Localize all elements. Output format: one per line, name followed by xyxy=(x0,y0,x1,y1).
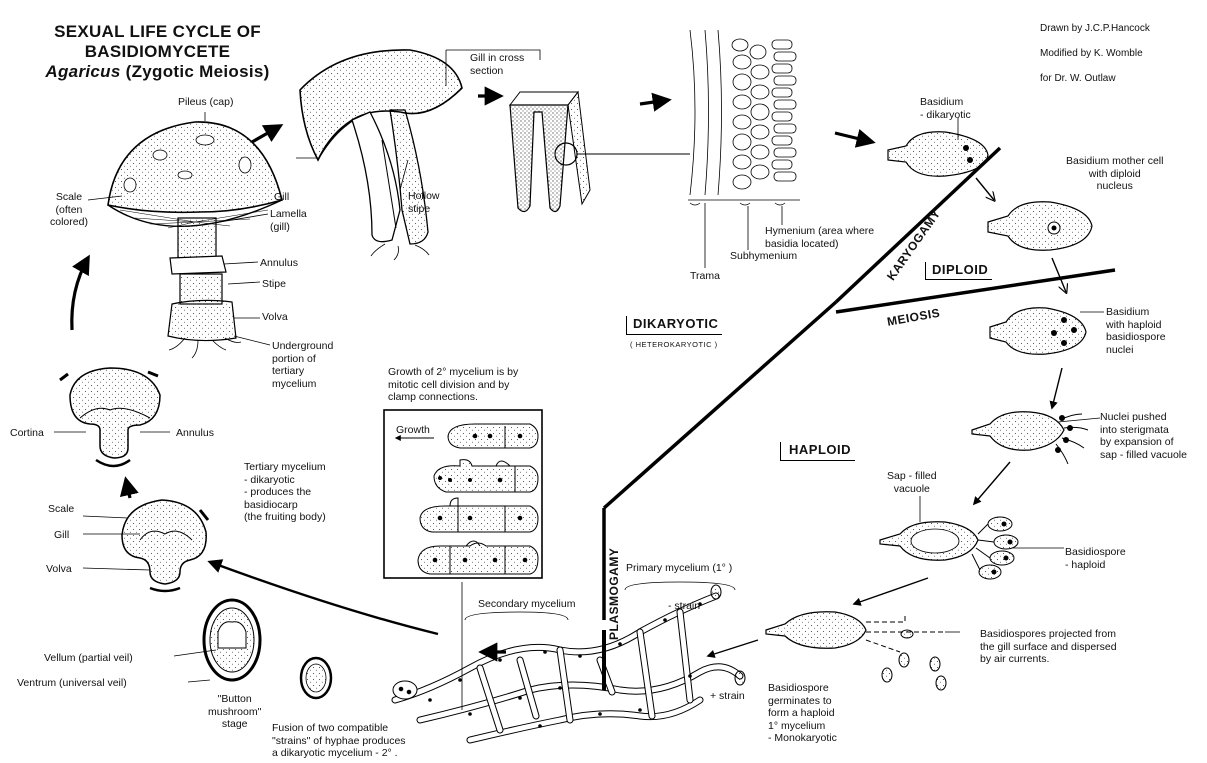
label-plus-strain: + strain xyxy=(710,690,745,703)
credits-line-3: for Dr. W. Outlaw xyxy=(1040,73,1150,86)
label-trama: Trama xyxy=(690,270,720,283)
label-subhymenium: Subhymenium xyxy=(730,250,797,263)
label-basidium-dikaryotic: Basidium - dikaryotic xyxy=(920,96,971,121)
label-gill-section: Gill xyxy=(274,191,289,204)
label-button-stage: "Button mushroom" stage xyxy=(208,693,261,731)
title-genus: Agaricus xyxy=(45,62,120,81)
label-annulus-young: Annulus xyxy=(176,427,214,440)
young-mushroom-drawing xyxy=(60,368,160,466)
label-hymenium: Hymenium (area where basidia located) xyxy=(765,225,874,250)
basidium-dikaryotic-drawing xyxy=(888,132,988,176)
label-volva-button: Volva xyxy=(46,563,72,576)
label-scale-mature: Scale (often colored) xyxy=(50,191,88,229)
label-cortina: Cortina xyxy=(10,427,44,440)
vellum-stage-drawing xyxy=(204,600,331,698)
spores-projected-drawing xyxy=(766,612,946,690)
label-ventrum: Ventrum (universal veil) xyxy=(17,677,127,690)
button-mushroom-drawing xyxy=(122,500,208,591)
label-basidiospore-haploid: Basidiospore - haploid xyxy=(1065,546,1126,571)
label-volva-mature: Volva xyxy=(262,311,288,324)
credits-line-1: Drawn by J.C.P.Hancock xyxy=(1040,23,1150,36)
basidium-sterigmata-drawing xyxy=(972,412,1088,464)
sectioned-mushroom-drawing xyxy=(300,50,462,260)
label-vellum: Vellum (partial veil) xyxy=(44,652,133,665)
basidium-haploid-drawing xyxy=(990,308,1086,354)
label-stipe: Stipe xyxy=(262,278,286,291)
label-hollow-stipe: Hollow stipe xyxy=(408,190,440,215)
label-nuclei-pushed: Nuclei pushed into sterigmata by expansi… xyxy=(1100,411,1187,461)
label-lamella: Lamella (gill) xyxy=(270,208,307,233)
label-primary-mycelium: Primary mycelium (1° ) xyxy=(626,562,732,575)
label-secondary-mycelium: Secondary mycelium xyxy=(478,598,575,611)
credits-line-2: Modified by K. Womble xyxy=(1040,48,1150,61)
diagram-title: SEXUAL LIFE CYCLE OF BASIDIOMYCETE Agari… xyxy=(20,22,295,82)
title-subtitle: (Zygotic Meiosis) xyxy=(126,62,270,81)
label-gill-cross-section: Gill in cross section xyxy=(470,52,524,77)
label-annulus-mature: Annulus xyxy=(260,257,298,270)
label-gill-button: Gill xyxy=(54,529,69,542)
label-pileus: Pileus (cap) xyxy=(178,96,233,109)
title-line-1: SEXUAL LIFE CYCLE OF xyxy=(20,22,295,42)
gill-cross-section-drawing xyxy=(510,92,690,212)
label-underground: Underground portion of tertiary mycelium xyxy=(272,340,333,390)
basidium-mother-cell-drawing xyxy=(988,202,1092,250)
label-growth-2nd: Growth of 2° mycelium is by mitotic cell… xyxy=(388,366,518,404)
label-spore-germinates: Basidiospore germinates to form a haploi… xyxy=(768,682,837,745)
phase-diploid: DIPLOID xyxy=(925,262,992,280)
title-line-3: Agaricus (Zygotic Meiosis) xyxy=(20,62,295,82)
label-fusion: Fusion of two compatible "strains" of hy… xyxy=(272,722,406,760)
mature-mushroom-drawing xyxy=(108,122,282,358)
phase-plasmogamy: PLASMOGAMY xyxy=(607,548,621,640)
basidium-spores-drawing xyxy=(880,517,1018,579)
label-tertiary: Tertiary mycelium - dikaryotic - produce… xyxy=(244,461,326,524)
label-minus-strain: - strain xyxy=(668,600,700,613)
phase-heterokaryotic: ( HETEROKARYOTIC ) xyxy=(630,340,718,349)
label-sap-vacuole: Sap - filled vacuole xyxy=(887,470,937,495)
label-spores-projected: Basidiospores projected from the gill su… xyxy=(980,628,1117,666)
label-scale-button: Scale xyxy=(48,503,74,516)
phase-haploid: HAPLOID xyxy=(780,442,855,461)
phase-dikaryotic: DIKARYOTIC xyxy=(626,316,722,335)
label-growth: Growth xyxy=(396,424,430,437)
title-line-2: BASIDIOMYCETE xyxy=(20,42,295,62)
label-basidium-haploid: Basidium with haploid basidiospore nucle… xyxy=(1106,306,1166,356)
credits: Drawn by J.C.P.Hancock Modified by K. Wo… xyxy=(1040,10,1150,98)
label-basidium-mother: Basidium mother cell with diploid nucleu… xyxy=(1066,155,1163,193)
